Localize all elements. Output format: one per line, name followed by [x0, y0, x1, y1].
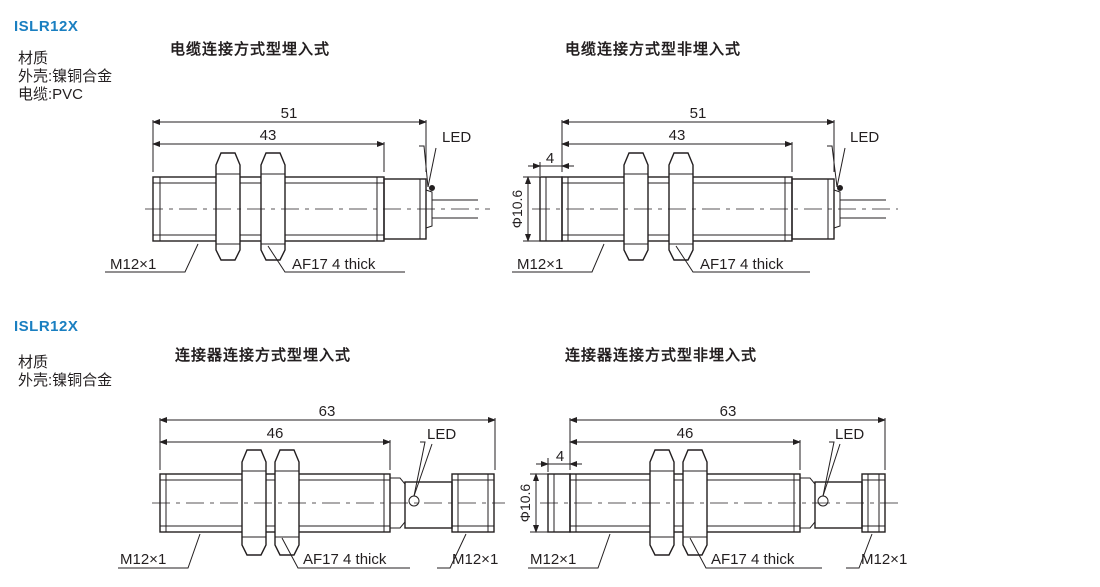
thread-label: M12×1	[517, 256, 563, 273]
model-name-1: ISLR12X	[14, 18, 79, 35]
connector-sleeve	[404, 481, 453, 529]
nut-label: AF17 4 thick	[303, 551, 387, 568]
thread-label: M12×1	[120, 551, 166, 568]
drawing-cable-flush: 51 43 LED M12×1 AF17 4 thick	[105, 105, 490, 273]
led-window	[817, 495, 829, 507]
thread-label: M12×1	[110, 256, 156, 273]
nut-leader	[267, 245, 405, 273]
material-cable-1: 电缆:PVC	[18, 86, 84, 103]
material-housing-2: 外壳:镍铜合金	[18, 372, 113, 389]
sensor-cap	[791, 178, 835, 240]
dim-head-label: 4	[556, 448, 564, 465]
nut-label: AF17 4 thick	[711, 551, 795, 568]
led-label: LED	[835, 426, 864, 443]
thread2-label: M12×1	[452, 551, 498, 568]
drawing-title-connector-nonflush: 连接器连接方式型非埋入式	[565, 347, 758, 364]
nut-label: AF17 4 thick	[292, 256, 376, 273]
dim-body-label: 46	[677, 425, 694, 442]
thread2-label: M12×1	[861, 551, 907, 568]
hex-nut-2	[274, 449, 300, 556]
hex-nut-2	[260, 152, 286, 261]
hex-nut-1	[649, 449, 675, 556]
material-label-1: 材质	[18, 50, 49, 67]
dim-total-label: 63	[720, 403, 737, 420]
material-housing-1: 外壳:镍铜合金	[18, 68, 113, 85]
drawing-cable-nonflush: 51 43 4 Φ10.6	[509, 105, 898, 273]
hex-nut-2	[668, 152, 694, 261]
led-leader	[419, 145, 429, 188]
led-dot	[837, 185, 843, 191]
hex-nut-1	[241, 449, 267, 556]
material-label-2: 材质	[18, 354, 49, 371]
drawing-connector-flush: 63 46 LED M12×1 AF17 4 thick M12×	[118, 403, 505, 569]
model-name-2: ISLR12X	[14, 318, 79, 335]
drawing-title-connector-flush: 连接器连接方式型埋入式	[175, 347, 352, 364]
dia-label: Φ10.6	[509, 190, 525, 229]
dim-body-label: 43	[260, 127, 277, 144]
dim-total-label: 51	[690, 105, 707, 122]
thread-label: M12×1	[530, 551, 576, 568]
led-label: LED	[442, 129, 471, 146]
drawing-connector-nonflush: 63 46 4 Φ10.6 LED	[517, 403, 907, 569]
hex-nut-1	[623, 152, 649, 261]
drawing-title-cable-nonflush: 电缆连接方式型非埋入式	[565, 41, 742, 58]
dim-body-label: 43	[669, 127, 686, 144]
dim-total-label: 51	[281, 105, 298, 122]
dim-head-label: 4	[546, 150, 554, 167]
nut-label: AF17 4 thick	[700, 256, 784, 273]
led-window	[408, 495, 420, 507]
led-dot	[429, 185, 435, 191]
dim-total-label: 63	[319, 403, 336, 420]
led-label: LED	[427, 426, 456, 443]
hex-nut-1	[215, 152, 241, 261]
drawing-title-cable-flush: 电缆连接方式型埋入式	[170, 41, 331, 58]
thread-leader	[105, 243, 199, 273]
led-label: LED	[850, 129, 879, 146]
hex-nut-2	[682, 449, 708, 556]
connector-sleeve	[814, 481, 863, 529]
dim-body-label: 46	[267, 425, 284, 442]
dia-label: Φ10.6	[517, 484, 533, 523]
